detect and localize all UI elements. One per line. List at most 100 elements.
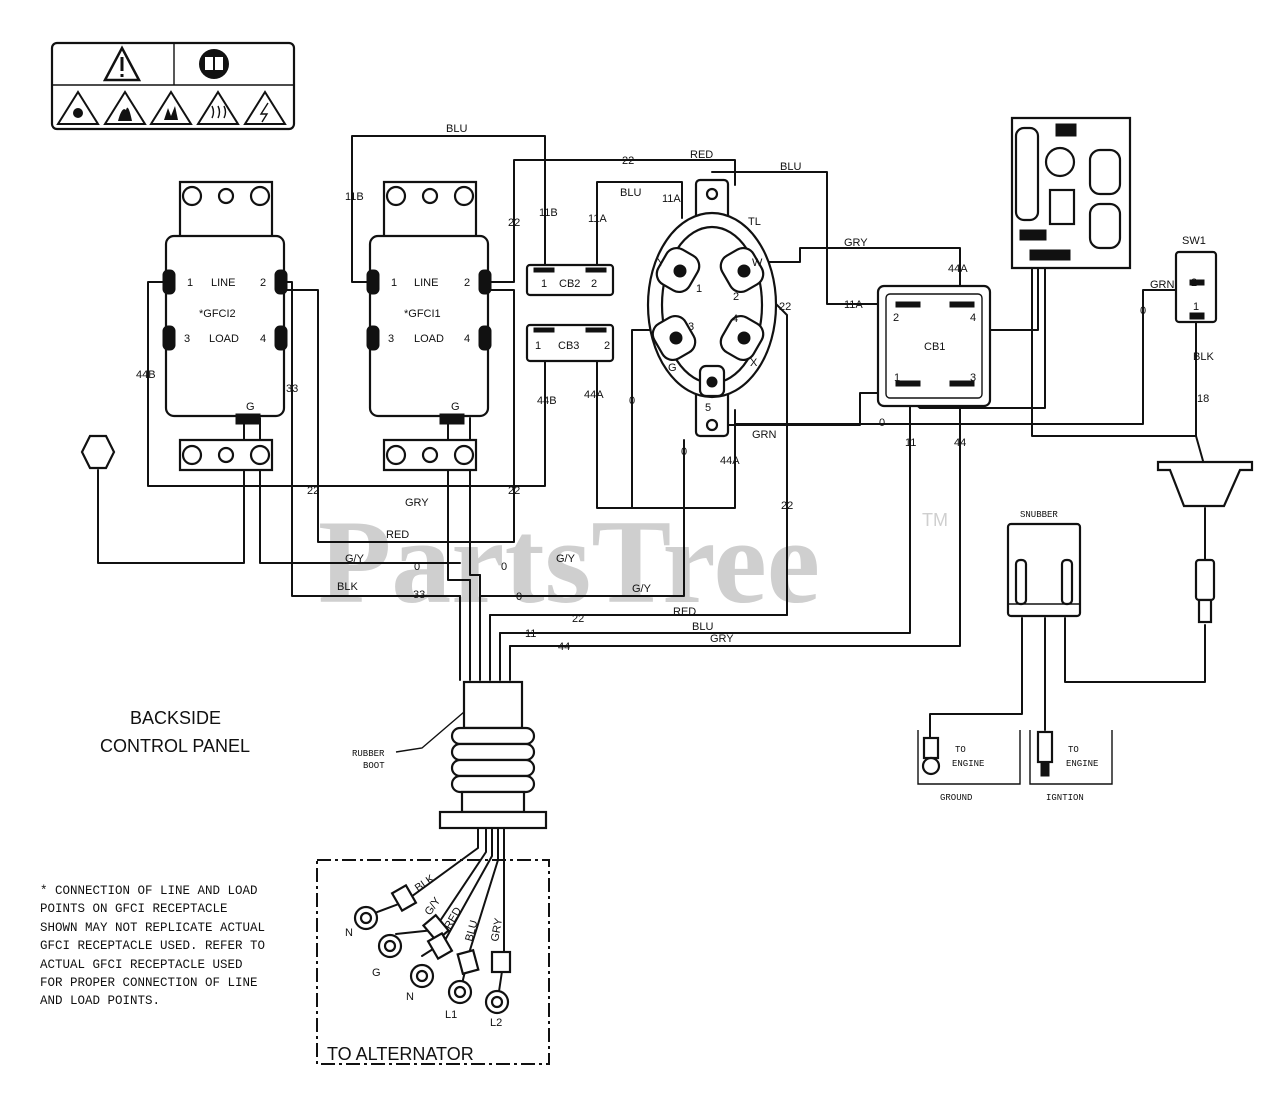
wire-label: GRN <box>1150 279 1175 291</box>
snubber-name: SNUBBER <box>1020 510 1058 520</box>
twistlock-pin-g: G <box>668 362 677 374</box>
wire-label: 11B <box>345 191 364 203</box>
ground-lug-icon <box>80 434 116 470</box>
wire-label: BLU <box>692 621 713 633</box>
sw1-name: SW1 <box>1182 235 1206 247</box>
wire-label: 44B <box>136 369 156 381</box>
lead-red-label: RED <box>442 905 464 931</box>
boot-label-1: RUBBER <box>352 749 385 759</box>
cb1-breaker: 2 4 CB1 1 3 <box>876 284 992 408</box>
hot-surface-icon <box>196 90 240 125</box>
wire-label: 44 <box>558 641 570 653</box>
wire-label: 11B <box>539 207 558 219</box>
sw1-switch: SW1 1 2 <box>1174 235 1218 324</box>
wire-label: 22 <box>781 500 793 512</box>
wire-label: BLK <box>337 581 358 593</box>
watermark: PartsTree <box>318 495 820 628</box>
lead-gy-label: G/Y <box>423 895 444 918</box>
gfci2-line-label: LINE <box>211 277 235 289</box>
panel-title-line2: CONTROL PANEL <box>100 736 250 756</box>
wire-label: 44A <box>584 389 604 401</box>
wire-label: 22 <box>508 485 520 497</box>
lead-gry-label: GRY <box>489 917 505 943</box>
wire-label: 18 <box>1197 393 1209 405</box>
wire-label: 22 <box>572 613 584 625</box>
gfci1-load-label: LOAD <box>414 333 444 345</box>
wire-label: RED <box>386 529 409 541</box>
engine-connections: TO ENGINE TO ENGINE GROUND IGNTION <box>917 730 1113 803</box>
twistlock-terminal-5: 5 <box>705 402 711 414</box>
cb3-terminal-1: 1 <box>535 340 541 352</box>
rubber-boot: RUBBER BOOT <box>352 680 548 830</box>
wire-label: BLU <box>446 123 467 135</box>
engine-ground-engine: ENGINE <box>952 759 984 769</box>
wire-label: G/Y <box>345 553 365 565</box>
wire-label: 11 <box>905 437 916 449</box>
gfci1-receptacle: 1 2 3 4 LINE *GFCI1 LOAD G <box>366 180 492 472</box>
gfci-footnote: * CONNECTION OF LINE AND LOAD POINTS ON … <box>40 884 266 1009</box>
twistlock-terminal-3: 3 <box>688 321 694 333</box>
gfci1-terminal-4: 4 <box>464 333 470 345</box>
wire-label: RED <box>690 149 713 161</box>
wire-label: 33 <box>286 383 298 395</box>
wire-label: 44A <box>720 455 740 467</box>
wire-label: 44B <box>537 395 557 407</box>
wire-label: BLU <box>620 187 641 199</box>
alternator-leads: BLK G/Y RED BLU GRY N G N L1 L2 TO ALTER… <box>316 827 550 1065</box>
cb1-terminal-3: 3 <box>970 372 976 384</box>
gfci1-terminal-3: 3 <box>388 333 394 345</box>
gfci1-line-label: LINE <box>414 277 438 289</box>
gfci2-terminal-3: 3 <box>184 333 190 345</box>
cb2-terminal-1: 1 <box>541 278 547 290</box>
gfci2-terminal-4: 4 <box>260 333 266 345</box>
twistlock-terminal-2: 2 <box>733 291 739 303</box>
cb1-name: CB1 <box>924 341 945 353</box>
cb1-terminal-2: 2 <box>893 312 899 324</box>
toxic-fumes-icon <box>56 90 100 125</box>
engine-ground-to: TO <box>955 745 966 755</box>
wire-label: GRY <box>710 633 734 645</box>
lead-g-label: G <box>372 967 381 979</box>
lead-l1-label: L1 <box>445 1009 457 1021</box>
gfci1-ground-label: G <box>451 401 460 413</box>
wire-label: GRN <box>752 429 777 441</box>
gfci1-terminal-1: 1 <box>391 277 397 289</box>
twistlock-terminal-4: 4 <box>732 313 738 325</box>
wire-label: 0 <box>501 561 507 573</box>
panel-title-line1: BACKSIDE <box>130 708 221 728</box>
wire-label: 11 <box>525 628 536 640</box>
cb2-terminal-2: 2 <box>591 278 597 290</box>
lead-blk-label: BLK <box>413 872 437 894</box>
lead-n2-label: N <box>406 991 414 1003</box>
cb2-name: CB2 <box>559 278 580 290</box>
cb3-terminal-2: 2 <box>604 340 610 352</box>
twistlock-receptacle: TL Y W G X 1 2 3 4 5 <box>646 178 778 438</box>
wire-label: 22 <box>508 217 520 229</box>
engine-ignition-to: TO <box>1068 745 1079 755</box>
engine-ground-label: GROUND <box>940 793 972 803</box>
snubber: SNUBBER <box>1006 510 1082 618</box>
wire-label: 0 <box>629 395 635 407</box>
lead-l2-label: L2 <box>490 1017 502 1029</box>
gfci1-terminal-2: 2 <box>464 277 470 289</box>
twistlock-terminal-1: 1 <box>696 283 702 295</box>
cb1-terminal-1: 1 <box>894 372 900 384</box>
gfci1-name: *GFCI1 <box>404 308 441 320</box>
sw1-terminal-2: 2 <box>1191 277 1197 289</box>
wire-labels: BLU 11B 11B 22 22 RED BLU 11A 11A BLU GR… <box>136 123 1214 653</box>
cb3-breaker: 1 CB3 2 <box>525 323 615 363</box>
control-circuit-board <box>1010 116 1132 270</box>
gfci2-receptacle: 1 2 3 4 LINE *GFCI2 LOAD G <box>162 180 288 472</box>
shock-hazard-icon <box>243 90 287 125</box>
fire-hazard-icon <box>103 90 147 125</box>
cb2-breaker: 1 CB2 2 <box>525 263 615 297</box>
gfci2-load-label: LOAD <box>209 333 239 345</box>
sw1-terminal-1: 1 <box>1193 301 1199 313</box>
gfci2-terminal-2: 2 <box>260 277 266 289</box>
wire-label: 0 <box>1140 305 1146 317</box>
engine-ignition-engine: ENGINE <box>1066 759 1098 769</box>
wire-label: RED <box>673 606 696 618</box>
wire-harness <box>97 135 1206 739</box>
watermark-tm: TM <box>922 510 948 530</box>
